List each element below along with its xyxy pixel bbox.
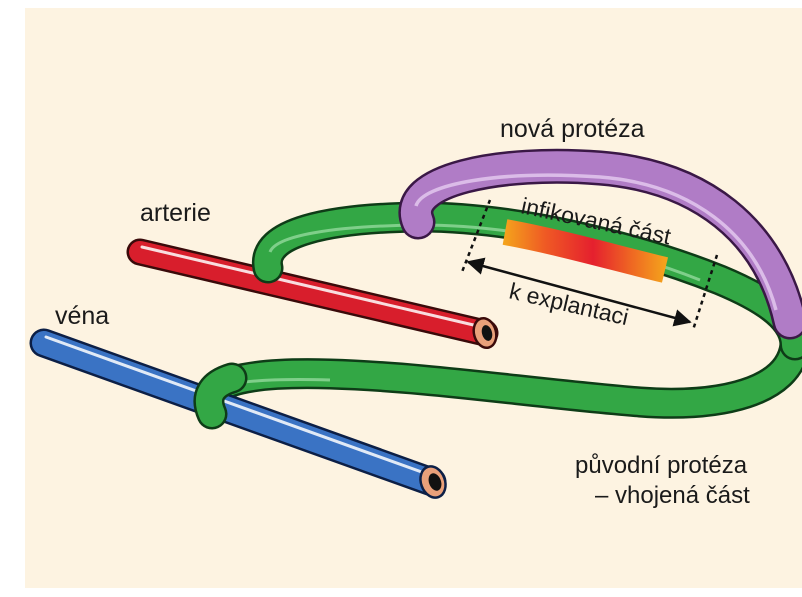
label-new-prosthesis: nová protéza <box>500 115 645 143</box>
label-artery: arterie <box>140 199 211 227</box>
label-vein: véna <box>55 302 109 330</box>
label-healed-part: – vhojená část <box>595 482 750 509</box>
label-original-prosthesis: původní protéza <box>575 452 748 479</box>
